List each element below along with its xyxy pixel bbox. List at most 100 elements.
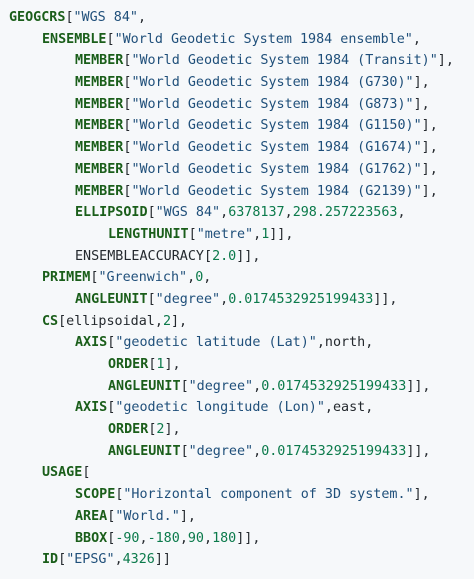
code-line: ORDER[1], — [9, 354, 474, 376]
code-line: CS[ellipsoidal,2], — [9, 311, 474, 333]
wkt-punctuation: ]], — [236, 530, 261, 546]
wkt-punctuation: , — [253, 226, 262, 242]
wkt-punctuation: , — [114, 552, 123, 568]
wkt-punctuation: [ — [123, 75, 132, 91]
wkt-punctuation: [ — [123, 96, 132, 112]
wkt-punctuation: ], — [421, 183, 438, 199]
wkt-punctuation: [ — [107, 530, 116, 546]
wkt-punctuation: ], — [179, 508, 196, 524]
wkt-keyword: LENGTHUNIT — [108, 226, 189, 242]
wkt-keyword: AXIS — [75, 335, 108, 351]
wkt-string: "Greenwich" — [98, 270, 188, 286]
wkt-string: "geodetic longitude (Lon)" — [115, 400, 325, 416]
code-line: SCOPE["Horizontal component of 3D system… — [9, 484, 474, 506]
code-line: ID["EPSG",4326]] — [9, 549, 474, 571]
wkt-keyword: ORDER — [108, 357, 149, 372]
wkt-keyword: MEMBER — [75, 96, 124, 112]
wkt-string: "World Geodetic System 1984 (G1674)" — [131, 140, 422, 156]
wkt-keyword: CS — [42, 313, 59, 329]
wkt-punctuation: [ellipsoidal, — [58, 313, 163, 329]
code-line: MEMBER["World Geodetic System 1984 (G730… — [9, 72, 474, 94]
wkt-punctuation: , — [139, 530, 148, 546]
wkt-string: "World Geodetic System 1984 (G873)" — [131, 96, 414, 112]
wkt-punctuation: [ — [147, 205, 156, 221]
code-line: ANGLEUNIT["degree",0.0174532925199433]], — [9, 441, 474, 463]
wkt-punctuation: ]], — [236, 248, 261, 264]
code-line: ANGLEUNIT["degree",0.0174532925199433]], — [9, 289, 474, 311]
code-line: MEMBER["World Geodetic System 1984 (G115… — [9, 115, 474, 137]
wkt-string: "degree" — [188, 443, 254, 459]
wkt-string: "degree" — [155, 291, 221, 307]
wkt-keyword: MEMBER — [75, 53, 124, 69]
wkt-punctuation: ], — [437, 53, 454, 69]
wkt-punctuation: [ — [107, 508, 116, 524]
wkt-punctuation: [ — [180, 378, 189, 394]
wkt-punctuation: ], — [421, 161, 438, 177]
code-line: BBOX[-90,-180,90,180]], — [9, 528, 474, 550]
wkt-punctuation: , — [187, 270, 196, 286]
wkt-punctuation: ], — [171, 313, 188, 329]
wkt-number: 90 — [187, 530, 204, 546]
code-line: LENGTHUNIT["metre",1]], — [9, 224, 474, 246]
wkt-string: "World Geodetic System 1984 (G1762)" — [131, 161, 422, 177]
wkt-punctuation: , — [203, 270, 212, 286]
wkt-punctuation: ], — [413, 487, 430, 503]
wkt-number: 0.0174532925199433 — [261, 443, 407, 459]
wkt-punctuation: [ — [123, 161, 132, 177]
code-line: AXIS["geodetic longitude (Lon)",east, — [9, 397, 474, 419]
wkt-punctuation: [ — [148, 357, 157, 372]
wkt-keyword: ID — [42, 552, 59, 568]
wkt-string: "WGS 84" — [155, 205, 221, 221]
wkt-keyword: AREA — [75, 508, 108, 524]
code-line: GEOGCRS["WGS 84", — [9, 7, 474, 29]
code-line: ORDER[2], — [9, 419, 474, 441]
code-line: MEMBER["World Geodetic System 1984 (G167… — [9, 137, 474, 159]
wkt-punctuation: [ — [148, 422, 157, 438]
wkt-number: -180 — [147, 530, 180, 546]
wkt-punctuation: [ — [123, 140, 132, 156]
wkt-string: "World." — [115, 508, 180, 524]
wkt-punctuation: , — [397, 205, 406, 221]
wkt-punctuation: ]], — [269, 226, 294, 242]
wkt-number: 6378137 — [228, 205, 285, 221]
wkt-number: 180 — [212, 530, 237, 546]
wkt-number: 4326 — [122, 552, 155, 568]
wkt-punctuation: , — [284, 205, 293, 221]
wkt-punctuation: , — [412, 31, 421, 47]
wkt-keyword: MEMBER — [75, 118, 124, 134]
wkt-punctuation: ], — [164, 357, 181, 372]
code-line: USAGE[ — [9, 462, 474, 484]
wkt-keyword: USAGE — [42, 465, 83, 481]
code-line: ENSEMBLE["World Geodetic System 1984 ens… — [9, 29, 474, 51]
wkt-punctuation: ]], — [406, 443, 431, 459]
wkt-number: 2.0 — [212, 248, 237, 264]
wkt-keyword: ENSEMBLE — [42, 31, 107, 47]
wkt-keyword: MEMBER — [75, 75, 124, 91]
code-line: MEMBER["World Geodetic System 1984 (G176… — [9, 159, 474, 181]
wkt-string: "degree" — [188, 378, 254, 394]
code-line: MEMBER["World Geodetic System 1984 (G873… — [9, 94, 474, 116]
wkt-string: "Horizontal component of 3D system." — [123, 487, 414, 503]
wkt-punctuation: ,east, — [324, 400, 374, 416]
wkt-number: 0.0174532925199433 — [228, 291, 374, 307]
wkt-number: -90 — [115, 530, 140, 546]
wkt-punctuation: [ — [188, 226, 197, 242]
wkt-string: "World Geodetic System 1984 (G1150)" — [131, 118, 422, 134]
wkt-number: 2 — [156, 422, 165, 438]
wkt-punctuation: [ — [107, 335, 116, 351]
wkt-keyword: BBOX — [75, 530, 108, 546]
wkt-keyword: MEMBER — [75, 161, 124, 177]
wkt-punctuation: , — [253, 443, 262, 459]
wkt-string: "World Geodetic System 1984 (G730)" — [131, 75, 414, 91]
wkt-punctuation: [ — [65, 10, 74, 25]
wkt-punctuation: , — [220, 291, 229, 307]
wkt-punctuation: ], — [421, 118, 438, 134]
wkt-punctuation: ]], — [406, 378, 431, 394]
wkt-keyword: ANGLEUNIT — [108, 443, 181, 459]
wkt-keyword: ANGLEUNIT — [75, 291, 148, 307]
wkt-punctuation: ]] — [154, 552, 171, 568]
wkt-punctuation: [ — [180, 443, 189, 459]
code-line: MEMBER["World Geodetic System 1984 (G213… — [9, 181, 474, 203]
wkt-number: 1 — [156, 357, 165, 372]
